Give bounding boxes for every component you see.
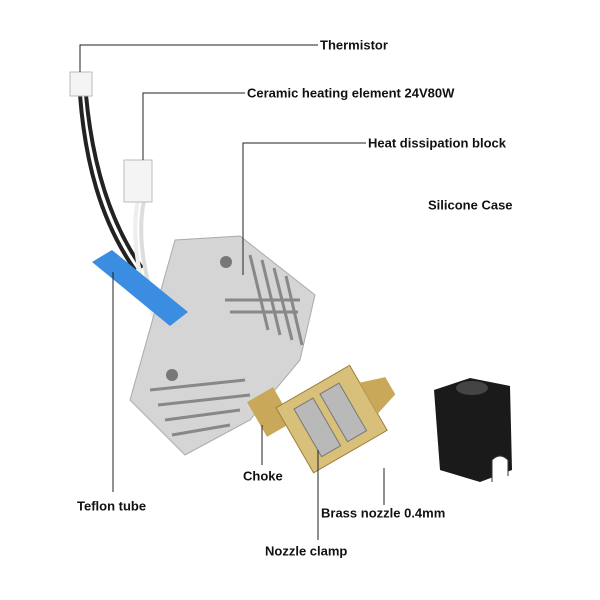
label-choke: Choke [243,468,283,484]
heater-connector [123,159,153,203]
label-silicone-case: Silicone Case [428,197,513,213]
label-thermistor: Thermistor [320,37,388,53]
label-brass-nozzle: Brass nozzle 0.4mm [321,505,446,521]
brass-nozzle-assembly [275,364,396,474]
heat-dissipation-block [129,235,316,456]
teflon-tube [92,250,188,326]
leader-lines [79,44,385,540]
choke [247,387,293,437]
label-teflon-tube: Teflon tube [77,498,147,514]
label-ceramic-heater: Ceramic heating element 24V80W [247,85,455,101]
silicone-case [434,378,512,482]
thermistor-connector [69,71,93,97]
label-nozzle-clamp: Nozzle clamp [265,543,348,559]
label-heat-block: Heat dissipation block [368,135,506,151]
